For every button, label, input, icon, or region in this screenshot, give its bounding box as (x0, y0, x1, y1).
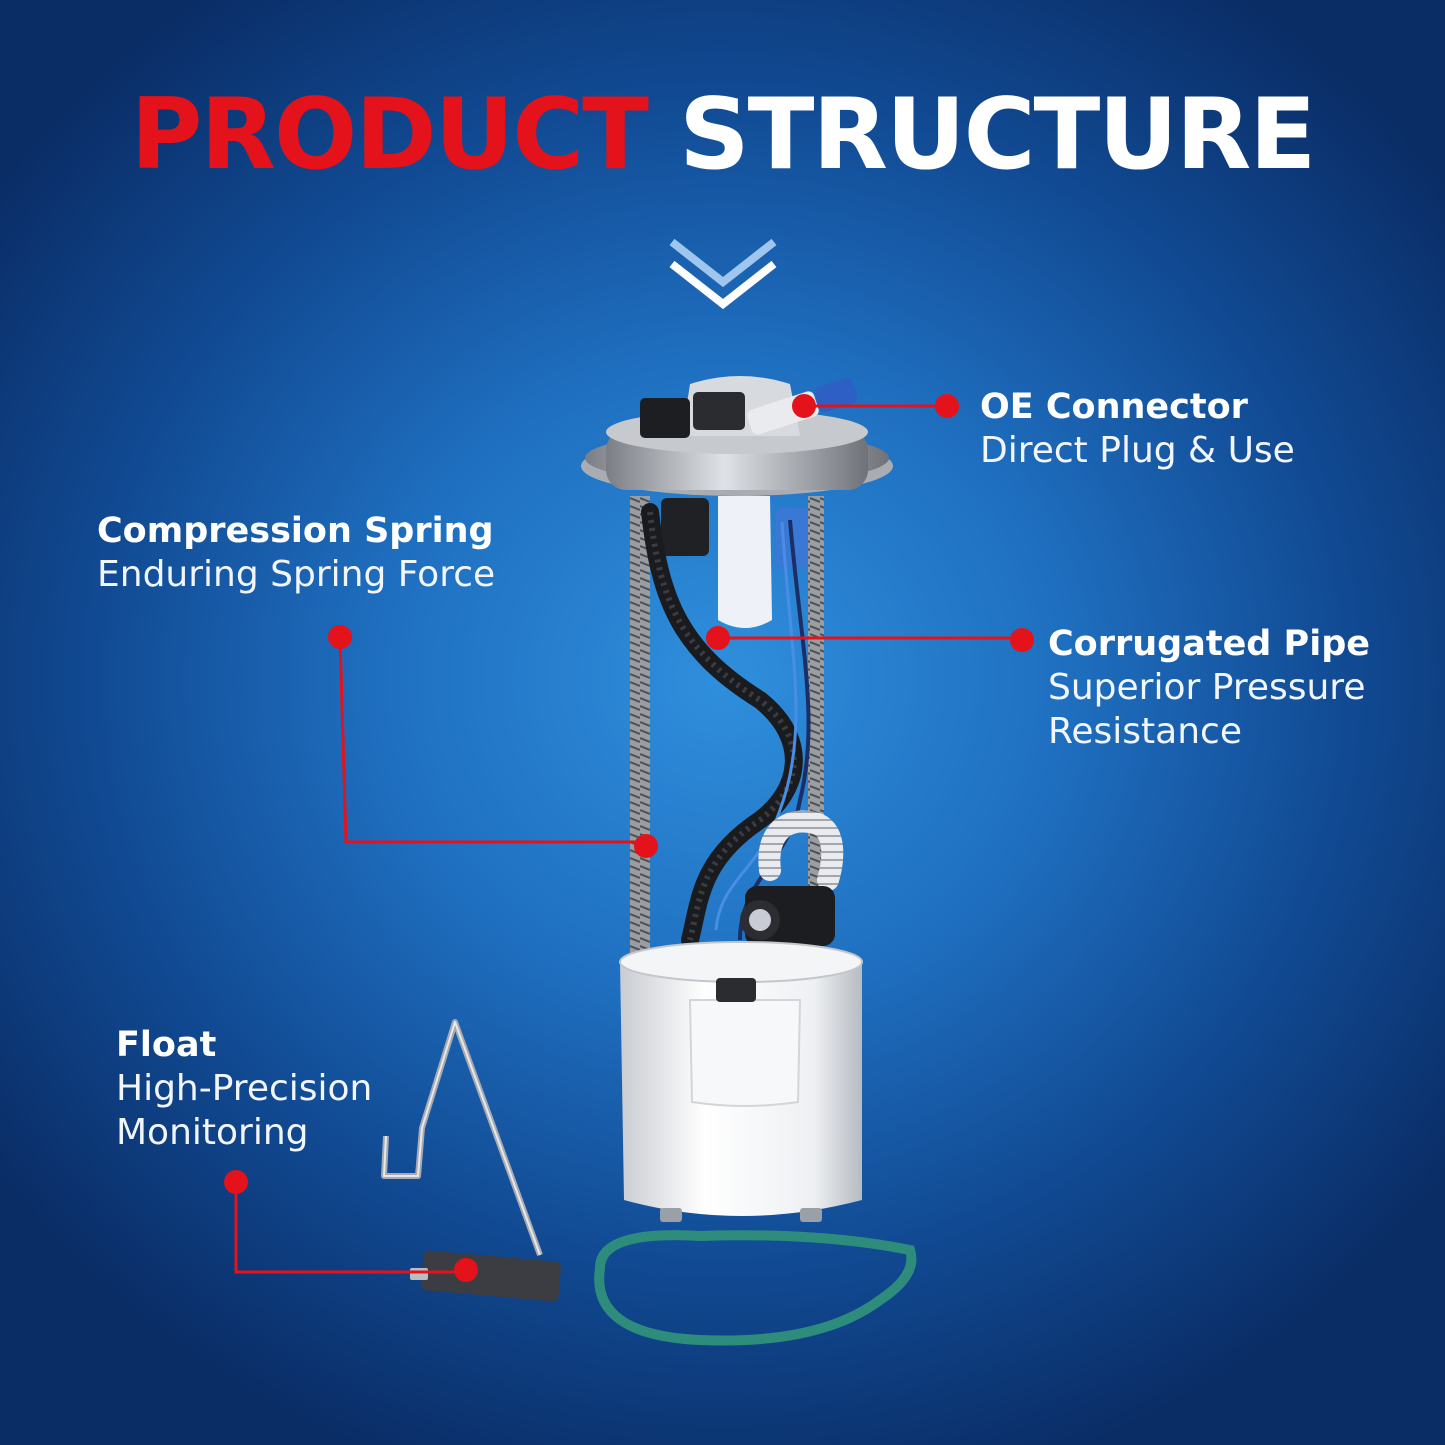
callout-description-line-2: Resistance (1048, 710, 1242, 752)
electrical-connector (640, 398, 690, 438)
title-word-product: PRODUCT (130, 78, 649, 192)
blue-cap (814, 378, 858, 412)
double-chevron-down-icon (669, 238, 777, 310)
callout-description-line-2: Monitoring (116, 1111, 309, 1153)
float-body (421, 1250, 561, 1302)
callout-compression-spring: Compression Spring Enduring Spring Force (97, 510, 495, 597)
flex-hose (758, 810, 844, 891)
callout-corrugated-pipe: Corrugated Pipe Superior Pressure Resist… (1048, 623, 1370, 754)
callout-heading: Compression Spring (97, 511, 494, 551)
callout-heading: Float (116, 1025, 217, 1065)
callout-description: Direct Plug & Use (980, 429, 1295, 471)
callout-heading: OE Connector (980, 387, 1248, 427)
callout-float: Float High-Precision Monitoring (116, 1024, 372, 1155)
compression-spring-rod-left (630, 496, 650, 966)
o-ring-gasket (594, 1230, 917, 1346)
callout-description: Enduring Spring Force (97, 553, 496, 595)
sender-bracket (718, 496, 772, 628)
callout-description-line-1: Superior Pressure (1048, 666, 1366, 708)
compression-spring-rod-right (808, 496, 824, 966)
page-title: PRODUCT STRUCTURE (0, 86, 1445, 184)
callout-heading: Corrugated Pipe (1048, 624, 1370, 664)
float-arm (381, 1019, 543, 1257)
callout-description-line-1: High-Precision (116, 1067, 373, 1109)
callout-oe-connector: OE Connector Direct Plug & Use (980, 386, 1295, 473)
title-word-structure: STRUCTURE (679, 78, 1316, 192)
